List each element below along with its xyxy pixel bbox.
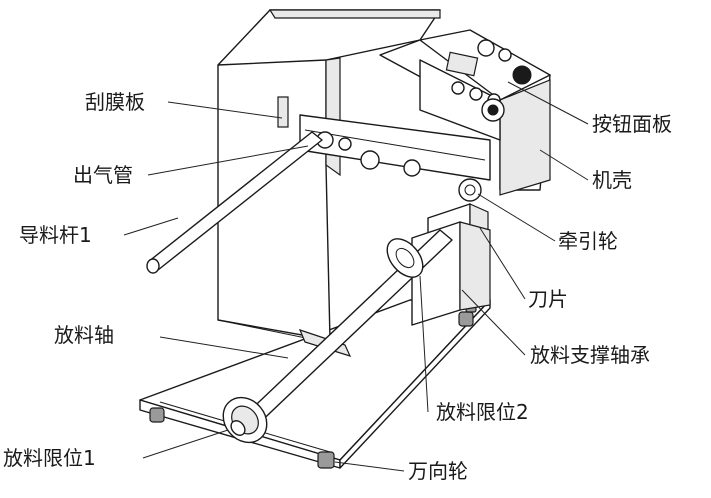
label-caster: 万向轮	[408, 459, 468, 483]
label-scraper: 刮膜板	[85, 90, 145, 114]
button-panel	[419, 29, 551, 141]
label-unwind-shaft: 放料轴	[54, 323, 114, 347]
roller-assembly	[277, 96, 491, 202]
label-traction-wheel: 牵引轮	[558, 229, 618, 253]
label-button-panel: 按钮面板	[592, 112, 672, 136]
label-unwind-bearing: 放料支撑轴承	[530, 343, 650, 367]
label-housing: 机壳	[592, 168, 632, 192]
label-guide-rod: 导料杆1	[19, 223, 92, 247]
label-exhaust-pipe: 出气管	[73, 163, 133, 187]
label-unwind-limit-1: 放料限位1	[3, 446, 96, 470]
guide-rod	[146, 131, 323, 274]
unwind-limit-1	[222, 396, 268, 444]
label-blade: 刀片	[528, 287, 568, 311]
label-unwind-limit-2: 放料限位2	[436, 400, 529, 424]
leader-lines	[123, 81, 589, 472]
